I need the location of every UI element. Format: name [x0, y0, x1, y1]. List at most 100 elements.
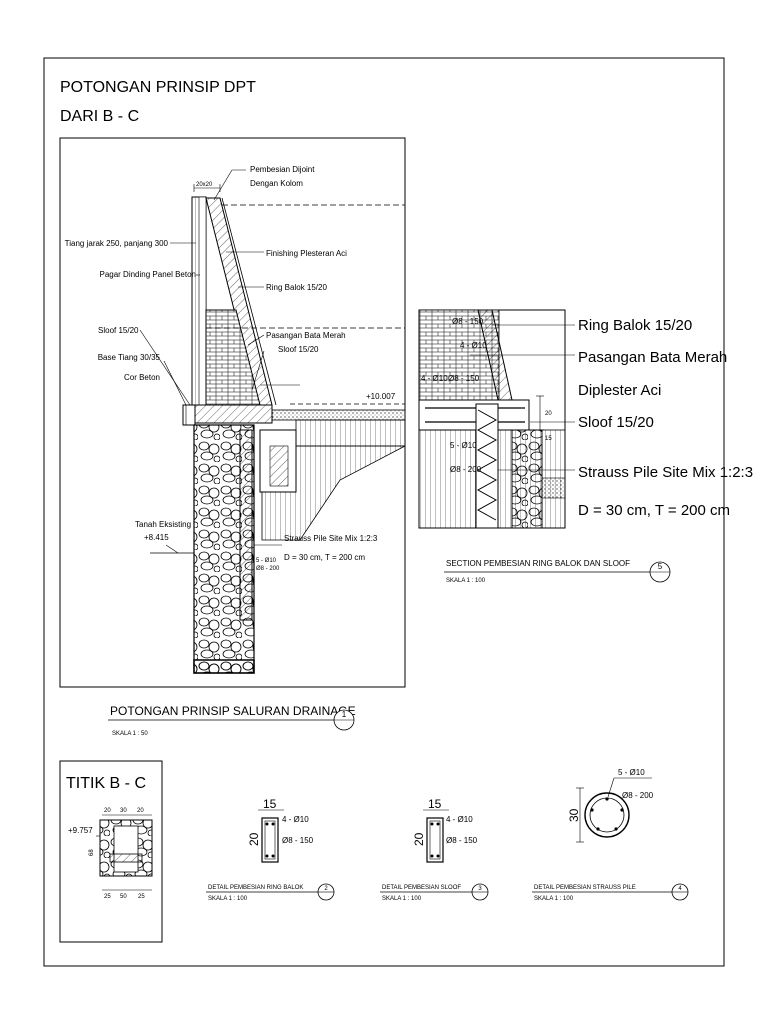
base-tiang [182, 404, 196, 426]
caption-section-1: POTONGAN PRINSIP SALURAN DRAINAGE SKALA … [108, 704, 356, 737]
label-pagar: Pagar Dinding Panel Beton [99, 270, 196, 279]
label-tanah: Tanah Eksisting [135, 520, 191, 529]
caption-5-number: 5 [658, 562, 663, 571]
label-top-dim: 20x20 [196, 182, 213, 188]
d3-width: 15 [428, 797, 442, 811]
foundation-base [193, 659, 255, 674]
d2-section [261, 817, 279, 863]
titik-dim-side: 68 [89, 849, 95, 856]
s5-rebar-4: 5 - Ø10 [450, 441, 477, 450]
d3-stirrup: Ø8 - 150 [446, 836, 478, 845]
dimension-ticks [185, 184, 300, 425]
label-elev-top: +10.007 [366, 392, 396, 401]
titik-slab [109, 853, 143, 863]
d4-bar: 5 - Ø10 [618, 768, 645, 777]
s5-legend-1: Pasangan Bata Merah [578, 349, 727, 366]
label-finishing: Finishing Plesteran Aci [266, 249, 347, 258]
label-ring-balok: Ring Balok 15/20 [266, 283, 327, 292]
s5-legend-0: Ring Balok 15/20 [578, 317, 692, 334]
caption-5-title: SECTION PEMBESIAN RING BALOK DAN SLOOF [446, 559, 630, 568]
s5-sloof [418, 399, 530, 431]
d2-height: 20 [247, 832, 261, 846]
d2-width: 15 [263, 797, 277, 811]
detail-strauss-pile: 30 5 - Ø10 Ø8 - 200 DETAIL PEMBESIAN STR… [532, 768, 689, 902]
d4-rebars [590, 797, 624, 831]
d4-pile-outer [584, 792, 630, 838]
titik-dim-top-1: 30 [120, 808, 127, 814]
main-section: Pembesian Dijoint Dengan Kolom 20x20 Tia… [59, 137, 406, 688]
titik-dim-bot-1: 50 [120, 894, 127, 900]
d3-scale: SKALA 1 : 100 [382, 896, 422, 902]
s5-legend-4: Strauss Pile Site Mix 1:2:3 [578, 464, 753, 481]
d3-title: DETAIL PEMBESIAN SLOOF [382, 885, 461, 891]
sheet-title: POTONGAN PRINSIP DPT [60, 79, 256, 96]
titik-dim-bot-2: 25 [138, 894, 145, 900]
s5-dim-15: 15 [545, 436, 552, 442]
wall-panel-inner [198, 196, 207, 406]
d3-number: 3 [478, 886, 482, 892]
label-dengan-kolom: Dengan Kolom [250, 179, 303, 188]
s5-dim-20: 20 [545, 411, 552, 417]
d4-scale: SKALA 1 : 100 [534, 896, 574, 902]
label-pembesian: Pembesian Dijoint [250, 165, 315, 174]
sloof-block [191, 404, 273, 424]
strauss-pile [239, 429, 253, 621]
s5-rebar-3: Ø8 - 150 [448, 374, 480, 383]
titik-elev: +9.757 [68, 826, 93, 835]
caption-1-scale: SKALA 1 : 50 [112, 731, 148, 737]
detail-ring-balok: 15 20 4 - Ø10 Ø8 - 150 DETAIL PEMBESIAN … [206, 797, 335, 902]
d2-title: DETAIL PEMBESIAN RING BALOK [208, 885, 303, 891]
s5-rebar-5: Ø8 - 200 [450, 465, 482, 474]
section-5: Ø8 - 150 4 - Ø10 4 - Ø10 Ø8 - 150 5 - Ø1… [418, 309, 753, 584]
floor-slab-2 [295, 419, 406, 447]
label-pasangan: Pasangan Bata Merah [266, 331, 346, 340]
label-sloof2: Sloof 15/20 [278, 345, 319, 354]
d3-bar: 4 - Ø10 [446, 815, 473, 824]
s5-gravel [541, 477, 566, 499]
s5-legend-3: Sloof 15/20 [578, 414, 654, 431]
d2-scale: SKALA 1 : 100 [208, 896, 248, 902]
s5-stones [511, 429, 543, 529]
titik-b-c: TITIK B - C +9.757 20 30 20 68 25 50 25 [59, 760, 163, 943]
titik-frame [59, 760, 163, 943]
label-strauss-a: Strauss Pile Site Mix 1:2:3 [284, 534, 378, 543]
titik-dim-bot-0: 25 [104, 894, 111, 900]
titik-title: TITIK B - C [66, 775, 146, 792]
sheet-subtitle: DARI B - C [60, 108, 139, 125]
d2-number: 2 [324, 886, 328, 892]
label-sloof: Sloof 15/20 [98, 326, 139, 335]
s5-rebar-0: Ø8 - 150 [452, 317, 484, 326]
titik-dim-top-2: 20 [137, 808, 144, 814]
caption-1-number: 1 [342, 710, 347, 719]
s5-pile-spiral [476, 409, 498, 521]
d2-bar: 4 - Ø10 [282, 815, 309, 824]
caption-5-scale: SKALA 1 : 100 [446, 578, 486, 584]
embankment [261, 445, 406, 541]
titik-channel-inner [113, 825, 139, 873]
s5-pile [475, 403, 499, 529]
detail-sloof: 15 20 4 - Ø10 Ø8 - 150 DETAIL PEMBESIAN … [380, 797, 489, 902]
floor-slab [271, 409, 406, 421]
caption-1-title: POTONGAN PRINSIP SALURAN DRAINAGE [110, 704, 356, 718]
s5-legend-5: D = 30 cm, T = 200 cm [578, 502, 730, 519]
d3-section [426, 817, 444, 863]
d3-height: 20 [412, 832, 426, 846]
d4-number: 4 [678, 886, 682, 892]
s5-rebar-2: 4 - Ø10 [421, 374, 448, 383]
label-elev-tanah: +8.415 [144, 533, 169, 542]
titik-dim-top-0: 20 [104, 808, 111, 814]
d4-stirrup: Ø8 - 200 [622, 791, 654, 800]
s5-legend-2: Diplester Aci [578, 382, 661, 399]
finishing-line [221, 197, 277, 406]
drainage-inner [269, 445, 289, 487]
label-tiang-jarak: Tiang jarak 250, panjang 300 [65, 239, 169, 248]
d4-title: DETAIL PEMBESIAN STRAUSS PILE [534, 885, 636, 891]
d2-stirrup: Ø8 - 150 [282, 836, 314, 845]
label-rebar-b: Ø8 - 200 [256, 566, 280, 572]
leader-lines [139, 169, 282, 554]
label-cor-beton: Cor Beton [124, 373, 160, 382]
d4-diameter: 30 [567, 808, 581, 822]
s5-rebar-1: 4 - Ø10 [460, 341, 487, 350]
label-rebar-a: 5 - Ø10 [256, 558, 277, 564]
